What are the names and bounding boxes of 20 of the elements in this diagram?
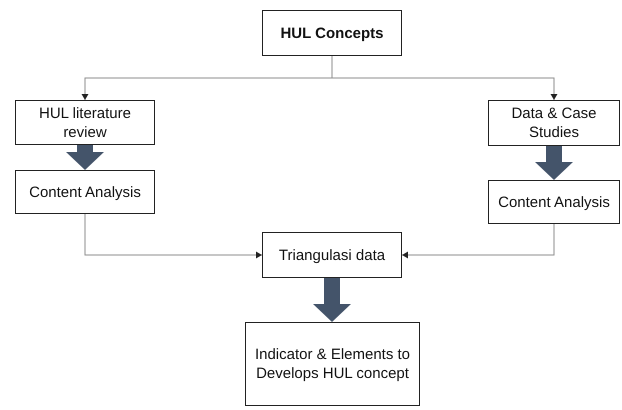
process-box [262, 232, 402, 278]
box-label: HUL Concepts [280, 24, 384, 42]
process-box [488, 180, 620, 224]
box-label: Triangulasi data [278, 246, 386, 264]
connector-arrow [332, 56, 558, 100]
box-label: HUL literature review [38, 104, 132, 142]
process-box [15, 100, 155, 145]
block-arrow [535, 146, 573, 180]
process-box [15, 170, 155, 214]
block-arrow [66, 145, 104, 170]
box-label: Indicator & Elements to Develops HUL concept [254, 345, 412, 383]
process-box [245, 322, 420, 406]
box-label: Content Analysis [29, 182, 141, 202]
box-label: Data & Case Studies [510, 104, 598, 142]
box-label: Content Analysis [498, 192, 610, 212]
connector-arrow [84, 214, 262, 258]
process-box [262, 10, 402, 56]
process-box [488, 100, 620, 146]
connector-arrow [402, 224, 554, 258]
block-arrow [313, 278, 351, 322]
